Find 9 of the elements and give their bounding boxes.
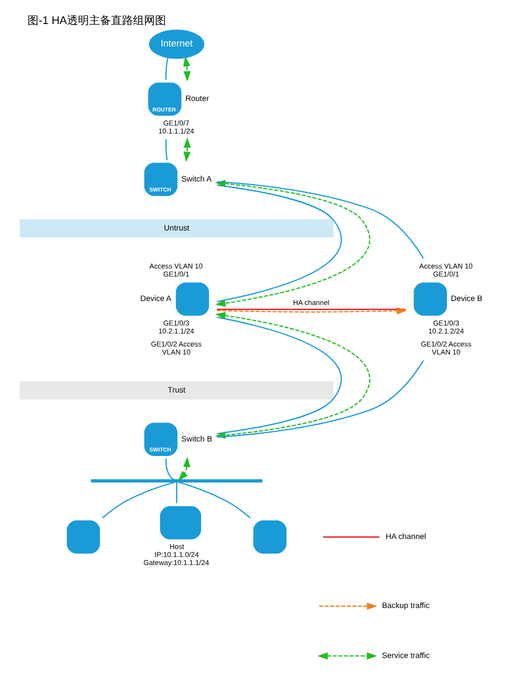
legend-label: HA channel [386, 532, 426, 541]
legend-label: Service traffic [382, 650, 430, 660]
node-label: Device A [140, 294, 172, 304]
legend-label: Backup traffic [382, 601, 430, 610]
node-label: Device B [450, 294, 482, 304]
node-label: Router [185, 94, 210, 104]
diagram-title: 图-1 HA透明主备直路组网图 [28, 14, 166, 27]
node-label: Switch B [181, 434, 212, 444]
node-label: Switch A [181, 174, 212, 184]
